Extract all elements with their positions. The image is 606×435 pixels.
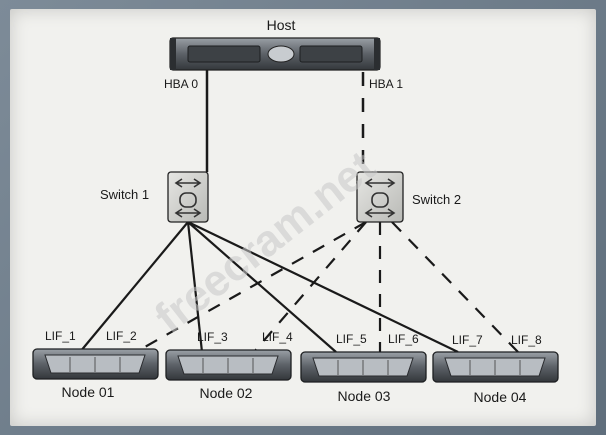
host-device (169, 37, 381, 71)
node-02-label: Node 02 (200, 385, 253, 401)
switch-2-label: Switch 2 (412, 192, 461, 207)
switch2-fabric-lines (135, 221, 519, 353)
lif-3-label: LIF_3 (197, 330, 228, 344)
host-label: Host (267, 17, 296, 33)
node-03-label: Node 03 (338, 388, 391, 404)
node-04-device (432, 351, 559, 383)
node-02-device (165, 349, 292, 381)
switch-1-device (167, 171, 209, 223)
lif-4-label: LIF_4 (262, 330, 293, 344)
lif-1-label: LIF_1 (45, 329, 76, 343)
lif-6-label: LIF_6 (388, 332, 419, 346)
hba-1-label: HBA 1 (369, 77, 403, 91)
node-03-device (300, 351, 427, 383)
node-01-device (32, 348, 159, 380)
node-01-label: Node 01 (62, 384, 115, 400)
lif-5-label: LIF_5 (336, 332, 367, 346)
switch-1-label: Switch 1 (100, 187, 149, 202)
lif-7-label: LIF_7 (452, 333, 483, 347)
lif-8-label: LIF_8 (511, 333, 542, 347)
switch1-fabric-lines (79, 221, 459, 353)
hba-0-label: HBA 0 (164, 77, 198, 91)
switch-2-device (356, 171, 404, 223)
node-04-label: Node 04 (474, 389, 527, 405)
lif-2-label: LIF_2 (106, 329, 137, 343)
